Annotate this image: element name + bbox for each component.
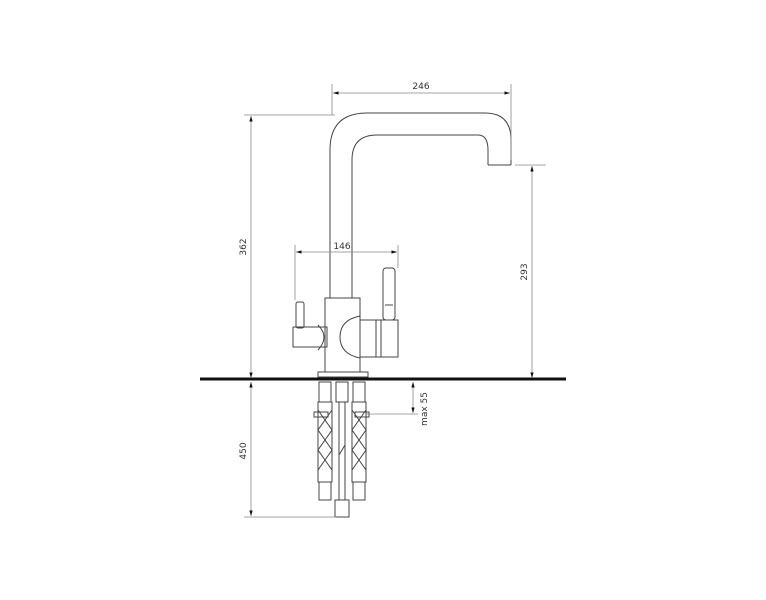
hose-middle — [334, 381, 350, 518]
dimension-spout-reach: 246 — [331, 82, 512, 160]
svg-text:293: 293 — [520, 263, 530, 280]
hose-right — [351, 381, 370, 501]
svg-text:max 55: max 55 — [420, 392, 430, 426]
dimension-spout-height: 293 — [515, 164, 546, 378]
hose-left — [313, 381, 333, 501]
supply-hoses — [313, 381, 370, 518]
svg-text:246: 246 — [412, 82, 429, 92]
faucet-body — [292, 267, 399, 378]
spout — [329, 112, 512, 298]
svg-text:146: 146 — [333, 242, 350, 252]
dimension-handle-span: 146 — [294, 242, 399, 300]
dimension-max-counter-thickness: max 55 — [366, 382, 430, 426]
dimension-hose-length: 450 — [239, 382, 336, 518]
svg-text:450: 450 — [239, 442, 249, 459]
dimension-total-height: 362 — [239, 114, 335, 378]
svg-text:362: 362 — [239, 238, 249, 255]
